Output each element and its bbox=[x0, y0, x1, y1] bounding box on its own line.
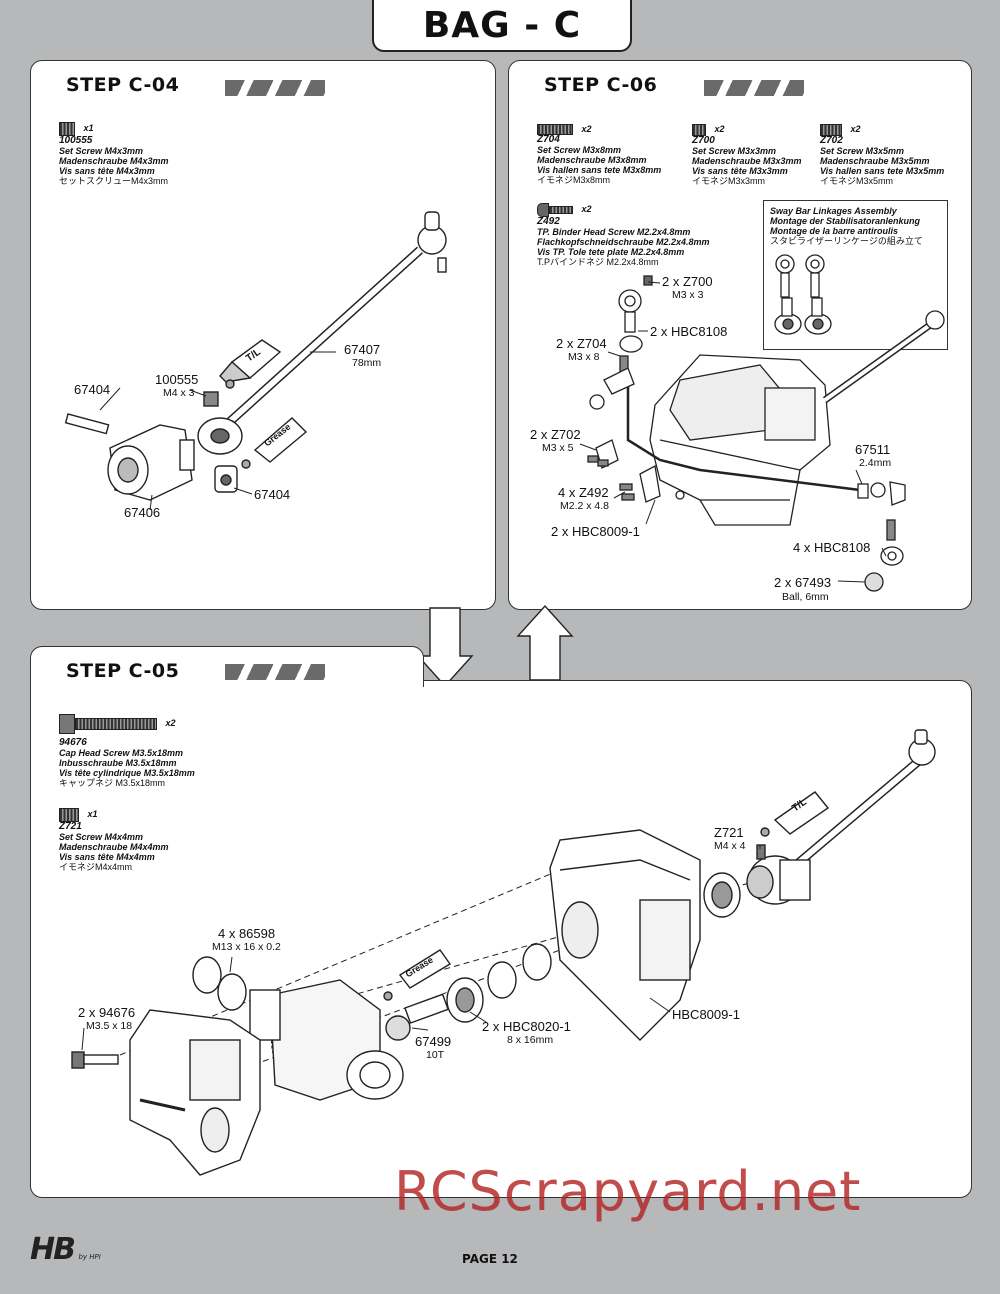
binder-screw-icon bbox=[537, 203, 573, 217]
callout-hbc8020: 2 x HBC8020-1 bbox=[482, 1019, 571, 1034]
arrow-up-icon bbox=[516, 604, 574, 681]
callout-67511: 67511 bbox=[855, 442, 891, 457]
hb-logo-mark: HB bbox=[30, 1232, 76, 1267]
step-c05-stripe bbox=[225, 664, 325, 680]
callout-67511-size: 2.4mm bbox=[859, 457, 892, 469]
callout-hbc8108-upper: 2 x HBC8108 bbox=[650, 324, 728, 339]
callout-100555-size: M4 x 3 bbox=[163, 387, 195, 399]
callout-hbc8009-c06: 2 x HBC8009-1 bbox=[551, 524, 640, 539]
callout-hbc8020-size: 8 x 16mm bbox=[507, 1034, 554, 1046]
set-screw-icon bbox=[59, 122, 75, 136]
callout-z721-size: M4 x 4 bbox=[714, 840, 746, 852]
part-z492: x2 Z492 TP. Binder Head Screw M2.2x4.8mm… bbox=[537, 203, 710, 267]
arrow-down-icon bbox=[416, 607, 474, 688]
callout-hbc8108-lower: 4 x HBC8108 bbox=[793, 540, 871, 555]
callout-67404-lower: 67404 bbox=[254, 487, 291, 502]
callout-67499-teeth: 10T bbox=[426, 1049, 445, 1061]
bag-title: BAG - C bbox=[372, 0, 632, 52]
step-c05-title: STEP C-05 bbox=[66, 660, 180, 682]
callout-z492-size: M2.2 x 4.8 bbox=[560, 500, 610, 512]
callout-67404-left: 67404 bbox=[74, 382, 111, 397]
hb-logo: HB by HPI bbox=[30, 1232, 101, 1267]
step-c04-title: STEP C-04 bbox=[66, 74, 180, 96]
callout-67407: 67407 bbox=[344, 342, 381, 357]
callout-z700: 2 x Z700 bbox=[662, 274, 713, 289]
part-z704: x2 Z704 Set Screw M3x8mm Madenschraube M… bbox=[537, 124, 662, 186]
step-c06-title: STEP C-06 bbox=[544, 74, 658, 96]
part-z700: x2 Z700 Set Screw M3x3mm Madenschraube M… bbox=[692, 124, 802, 186]
callout-100555: 100555 bbox=[155, 372, 199, 387]
part-94676: x2 94676 Cap Head Screw M3.5x18mm Inbuss… bbox=[59, 714, 259, 788]
callout-94676: 2 x 94676 bbox=[78, 1005, 136, 1020]
callout-z700-size: M3 x 3 bbox=[672, 289, 704, 301]
watermark: RCScrapyard.net bbox=[394, 1160, 862, 1223]
callout-hbc8009-c05: HBC8009-1 bbox=[672, 1007, 740, 1022]
page-number: PAGE 12 bbox=[462, 1252, 518, 1266]
callout-67493: 2 x 67493 bbox=[774, 575, 832, 590]
part-z702: x2 Z702 Set Screw M3x5mm Madenschraube M… bbox=[820, 124, 945, 186]
part-100555: x1 100555 Set Screw M4x3mm Madenschraube… bbox=[59, 122, 169, 186]
callout-67493-size: Ball, 6mm bbox=[782, 591, 829, 603]
step-c06-stripe bbox=[704, 80, 804, 96]
callout-z704: 2 x Z704 bbox=[556, 336, 607, 351]
callout-67406: 67406 bbox=[124, 505, 161, 520]
callout-94676-size: M3.5 x 18 bbox=[86, 1020, 133, 1032]
callout-86598: 4 x 86598 bbox=[218, 926, 276, 941]
callout-z702: 2 x Z702 bbox=[530, 427, 581, 442]
callout-z702-size: M3 x 5 bbox=[542, 442, 574, 454]
callout-z704-size: M3 x 8 bbox=[568, 351, 600, 363]
callout-86598-size: M13 x 16 x 0.2 bbox=[212, 941, 281, 953]
callout-z492: 4 x Z492 bbox=[558, 485, 609, 500]
hb-logo-sub: by HPI bbox=[78, 1253, 101, 1261]
sway-bar-inset-text: Sway Bar Linkages Assembly Montage der S… bbox=[770, 206, 923, 246]
callout-67499: 67499 bbox=[415, 1034, 452, 1049]
part-z721: x1 Z721 Set Screw M4x4mm Madenschraube M… bbox=[59, 808, 169, 872]
step-c04-stripe bbox=[225, 80, 325, 96]
callout-67407-size: 78mm bbox=[352, 357, 382, 369]
cap-head-screw-icon bbox=[59, 714, 157, 734]
set-screw-icon bbox=[59, 808, 79, 822]
callout-z721: Z721 bbox=[714, 825, 744, 840]
